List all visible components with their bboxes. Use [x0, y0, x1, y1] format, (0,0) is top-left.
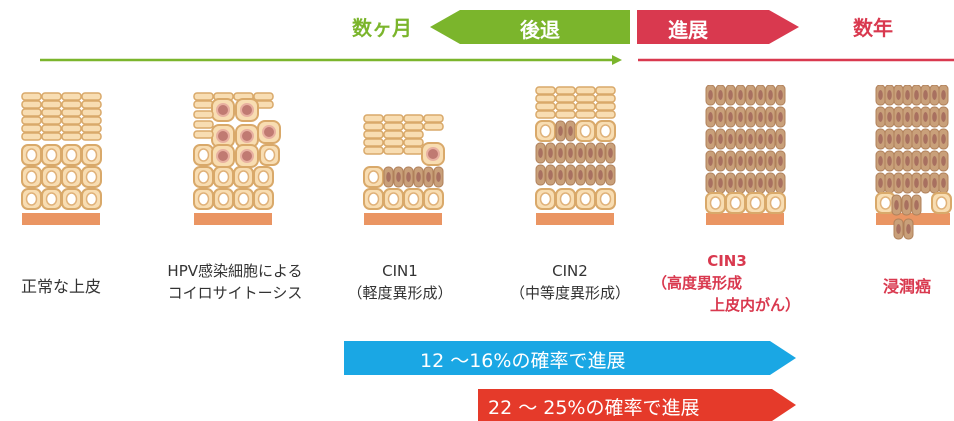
regress-arrow: [430, 10, 630, 44]
years-label: 数年: [853, 16, 893, 40]
progression-bar-red-label: 22 〜 25%の確率で進展: [488, 397, 700, 419]
normal-epithelium-illustration: [21, 92, 102, 225]
cin1-illustration: [363, 114, 445, 225]
cin1-line2: （軽度異形成）: [347, 284, 453, 302]
cin2-illustration: [535, 86, 616, 225]
cin3-line3: 上皮内がん）: [710, 296, 801, 314]
stage-label-koilocytosis: HPV感染細胞による コイロサイトーシス: [150, 260, 320, 304]
koilocytosis-illustration: [193, 92, 281, 225]
cin1-line1: CIN1: [382, 262, 418, 280]
progression-bar-blue: [344, 341, 796, 375]
cin3-line1: CIN3: [707, 252, 747, 270]
cin3-line2: （高度異形成: [652, 274, 743, 292]
koilocytosis-line1: HPV感染細胞による: [167, 262, 303, 280]
regress-label: 後退: [520, 18, 560, 42]
months-label: 数ヶ月: [352, 16, 412, 40]
progress-arrow: [637, 10, 799, 44]
timeline-lines: [40, 55, 954, 65]
cin3-illustration: [705, 85, 786, 225]
stage-label-invasive: 浸潤癌: [882, 277, 931, 296]
cin2-line1: CIN2: [552, 262, 588, 280]
koilocytosis-line2: コイロサイトーシス: [167, 284, 303, 302]
cin2-line2: （中等度異形成）: [509, 284, 630, 302]
progression-bar-blue-label: 12 〜16%の確率で進展: [420, 350, 626, 372]
progress-label: 進展: [668, 18, 708, 42]
invasive-cancer-illustration: [875, 85, 952, 240]
stage-label-cin1: CIN1 （軽度異形成）: [330, 260, 470, 304]
stage-label-cin3: CIN3 （高度異形成 上皮内がん）: [652, 250, 842, 316]
stage-label-cin2: CIN2 （中等度異形成）: [490, 260, 650, 304]
cell-illustrations: [21, 85, 952, 240]
progression-bar-red: [478, 389, 796, 421]
stage-label-normal: 正常な上皮: [20, 277, 101, 296]
